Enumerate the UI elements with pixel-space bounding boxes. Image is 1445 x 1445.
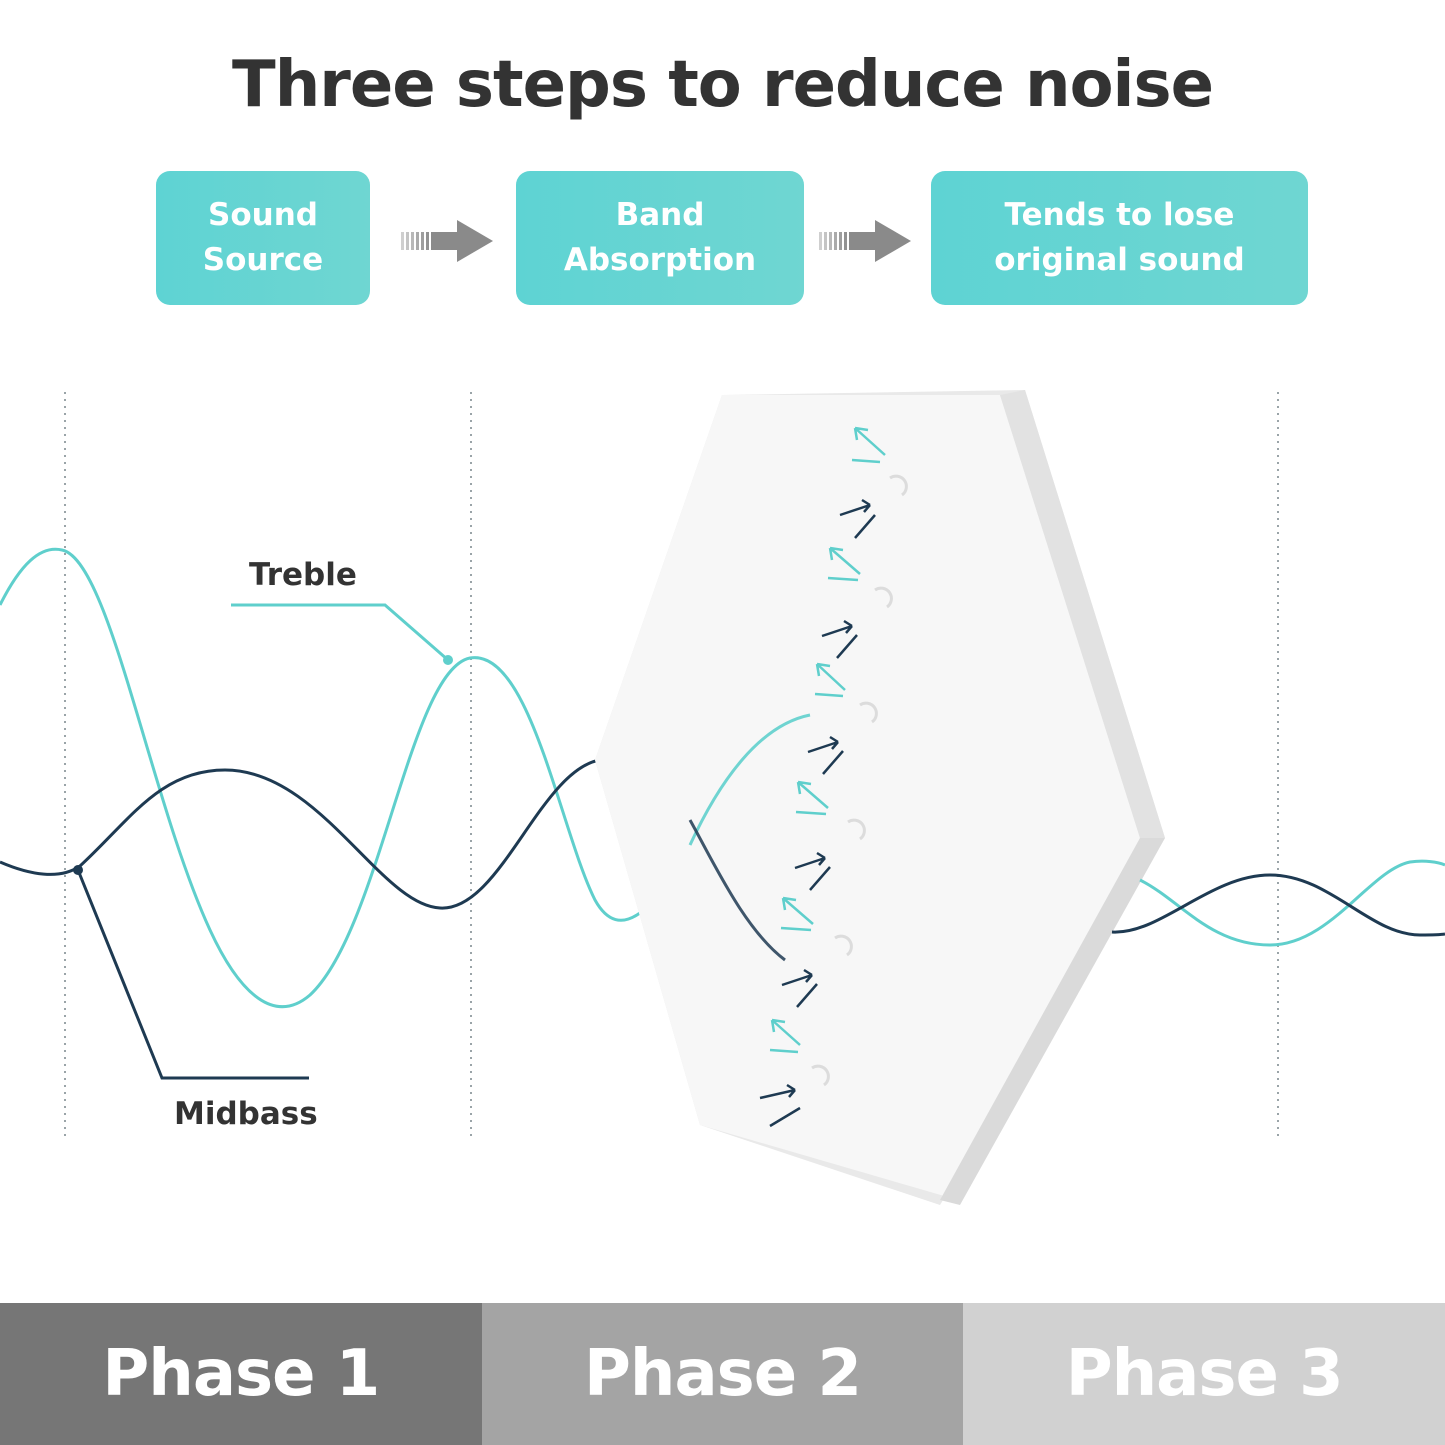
phase-2: Phase 2 [481,1303,964,1445]
circulation-icon [811,474,908,1087]
phase-bar: Phase 1 Phase 2 Phase 3 [0,1303,1445,1445]
midbass-leader [76,869,309,1080]
treble-wave-after [1139,859,1445,947]
midbass-label: Midbass [174,1096,318,1132]
phase-divider-lines [64,392,1279,1138]
absorption-arrows [759,426,908,1128]
treble-marker [443,655,453,665]
midbass-wave [0,757,692,910]
phase-3: Phase 3 [963,1303,1445,1445]
midbass-arrow-icon [759,498,876,1128]
right-arrow-icon [819,220,911,262]
step-label-line1: Tends to lose [1004,197,1235,233]
step-label-line2: original sound [994,242,1245,278]
treble-leader [231,603,449,662]
step-lose-original-sound: Tends to lose original sound [931,171,1308,305]
hexagon-panel [595,390,1165,1205]
step-label-line2: Absorption [563,242,757,278]
treble-wave [0,547,692,1008]
midbass-wave-after [1111,873,1445,937]
step-label-line2: Source [202,242,324,278]
treble-label: Treble [249,557,357,593]
treble-wave-on-panel [688,713,811,846]
step-label-line1: Sound [208,197,318,233]
right-arrow-icon [401,220,493,262]
phase-1: Phase 1 [0,1303,482,1445]
step-label-line1: Band [615,197,705,233]
midbass-marker [73,865,83,875]
midbass-wave-on-panel [688,819,786,962]
page-title: Three steps to reduce noise [232,48,1214,122]
treble-arrow-icon [769,426,886,1054]
sound-wave-diagram [0,390,1445,1205]
